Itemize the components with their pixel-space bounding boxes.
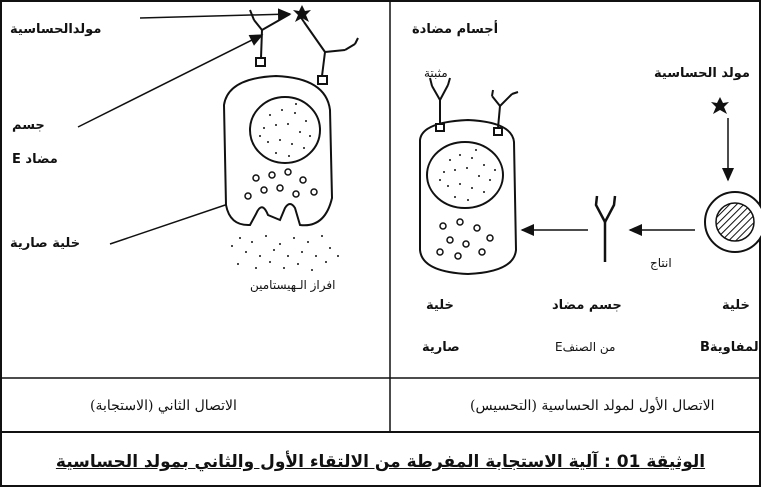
granules-2 xyxy=(244,168,318,200)
document-caption: الوثيقة 01 : آلية الاستجابة المفرطة من ا… xyxy=(55,452,706,472)
histamine-release-dots xyxy=(231,235,339,271)
allergen-icon xyxy=(711,97,729,114)
bound-antibody-icon xyxy=(429,77,519,136)
label-allergen-left: مولدالحساسية xyxy=(10,22,102,37)
label-histamine: افراز الـهيستامين xyxy=(250,278,336,292)
granules-1 xyxy=(436,218,494,260)
bridged-antibody-icon xyxy=(249,9,359,85)
mast-cell-degranulating xyxy=(222,74,339,271)
mast-cell-pointer xyxy=(109,198,242,245)
allergen-icon-2 xyxy=(293,5,311,22)
label-mast-cell-left: خلية صارية xyxy=(10,236,81,251)
mast-cell-sensitized xyxy=(419,77,519,276)
label-antibody-left-1: جسم xyxy=(12,118,45,133)
allergen-pointer xyxy=(139,8,292,21)
label-fixed: مثبتة xyxy=(424,66,448,80)
antibody-ige-icon xyxy=(594,195,617,262)
label-mast-right-2: صارية xyxy=(422,340,460,355)
nucleus-dots-2 xyxy=(259,103,311,157)
label-bcell-2: لمفاويةB xyxy=(700,340,759,355)
label-production: انتاج xyxy=(650,256,672,270)
b-lymphocyte-cell xyxy=(704,191,761,253)
label-antibody-left-2: مضاد E xyxy=(12,152,58,167)
label-allergen-right: مولد الحساسية xyxy=(654,66,750,81)
antibody-pointer xyxy=(77,34,264,128)
footer-first-contact: الاتصال الأول لمولد الحساسية (التحسيس) xyxy=(470,398,715,414)
label-antibody-right-2: من الصنفE xyxy=(555,340,616,354)
footer-second-contact: الاتصال الثاني (الاستجابة) xyxy=(90,398,237,414)
label-antibodies: أجسام مضادة xyxy=(412,22,499,37)
label-antibody-right-1: جسم مضاد xyxy=(552,298,622,313)
label-mast-right-1: خلية xyxy=(426,298,454,313)
nucleus-dots-1 xyxy=(439,149,496,201)
label-bcell-1: خلية xyxy=(722,298,750,313)
